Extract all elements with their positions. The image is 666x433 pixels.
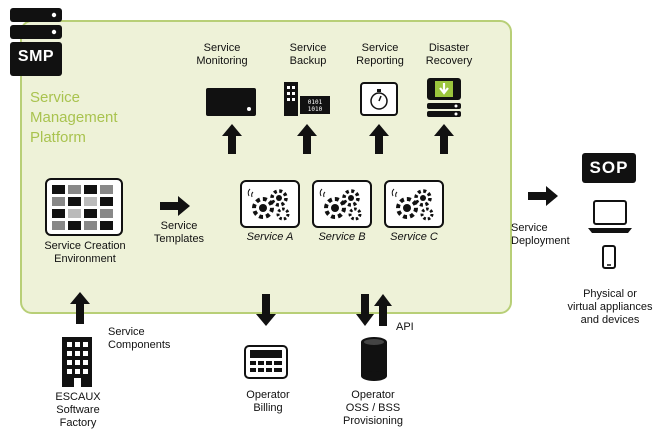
gears-icon: [247, 188, 290, 221]
factory-building-icon: [62, 337, 92, 387]
arrow-up-components: [70, 292, 90, 324]
sop-logo: SOP: [582, 153, 636, 183]
backup-icon: 0101 1010: [284, 82, 330, 116]
service-c-box: [384, 180, 444, 228]
arrow-down-billing: [256, 294, 276, 326]
arrow-right-templates: [160, 196, 190, 216]
service-b-box: [312, 180, 372, 228]
arrow-up-monitoring: [222, 124, 242, 154]
gears-icon: [391, 188, 434, 221]
arrow-up-backup: [297, 124, 317, 154]
gears-icon: [319, 188, 362, 221]
stopwatch-icon: [360, 82, 398, 116]
service-creation-environment-icon: [45, 178, 123, 236]
smp-logo-text: SMP: [17, 48, 55, 65]
svg-text:0101: 0101: [308, 99, 323, 106]
smp-logo: SMP: [10, 8, 62, 78]
arrow-right-deployment: [528, 186, 558, 206]
arrow-up-reporting: [369, 124, 389, 154]
sop-logo-text: SOP: [589, 158, 629, 177]
service-management-platform: [20, 20, 512, 314]
api-label: API: [396, 321, 414, 333]
service-a-label: Service A: [246, 231, 294, 243]
arrow-up-recovery: [434, 124, 454, 154]
service-b-label: Service B: [318, 231, 366, 243]
recovery-icon: [427, 78, 461, 118]
svg-text:1010: 1010: [308, 106, 323, 113]
monitor-icon: [206, 88, 256, 116]
phone-icon: [602, 245, 616, 269]
arrow-up-api: [374, 294, 392, 326]
service-c-label: Service C: [390, 231, 438, 243]
arrow-down-provisioning: [356, 294, 374, 326]
billing-terminal-icon: [244, 345, 288, 379]
laptop-icon: [588, 200, 632, 234]
platform-title: Service Management Platform: [30, 89, 118, 146]
database-icon: [361, 337, 387, 381]
service-a-box: [240, 180, 300, 228]
